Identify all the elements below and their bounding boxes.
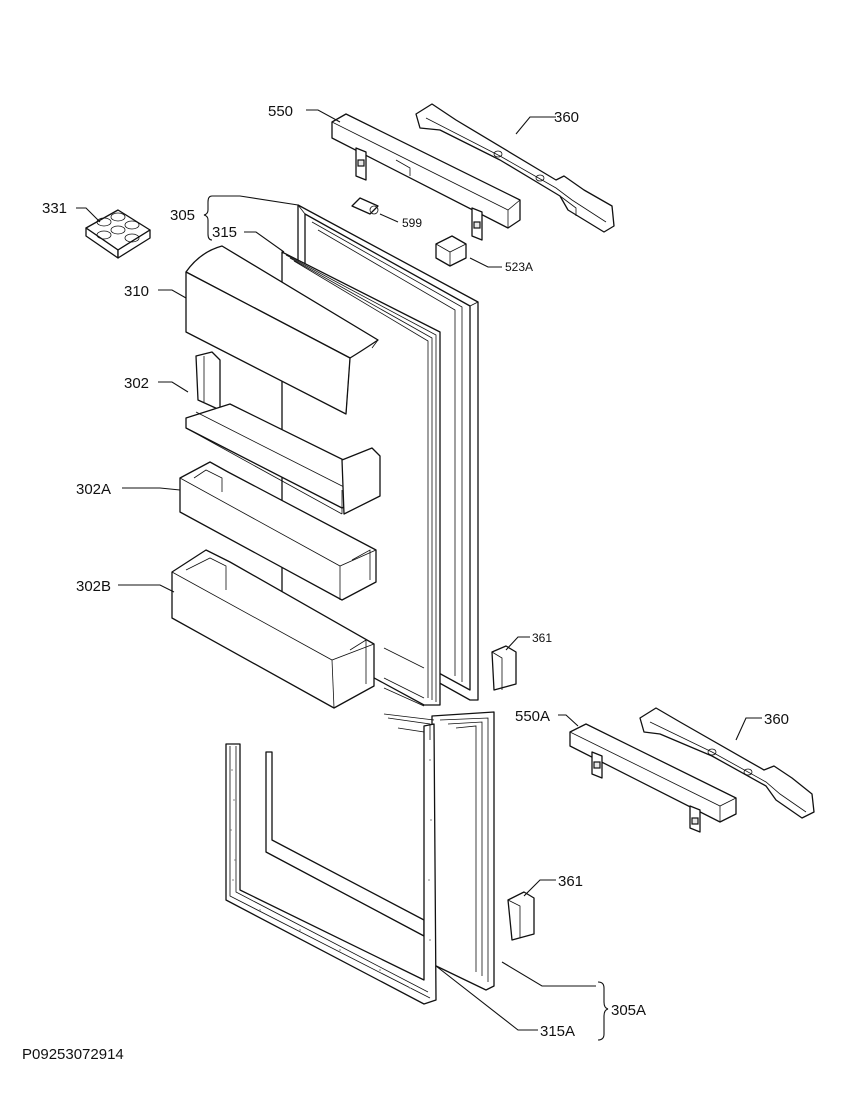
callout-523a: 523A <box>505 260 533 274</box>
egg-tray <box>85 209 151 259</box>
callout-315: 315 <box>212 224 237 241</box>
callout-360-top: 360 <box>554 109 579 126</box>
callout-331: 331 <box>42 200 67 217</box>
clip-361-top <box>491 645 517 691</box>
door-shelf-a <box>179 461 377 601</box>
callout-360-bottom: 360 <box>764 711 789 728</box>
bottle-shelf <box>171 549 375 709</box>
callout-labels: 550 360 599 523A 331 305 315 310 302 302… <box>42 103 789 1040</box>
hinge-bracket-bottom <box>639 707 815 819</box>
lower-door-frame <box>265 711 495 991</box>
leader-lines <box>76 109 762 1041</box>
document-code: P09253072914 <box>22 1046 124 1063</box>
lower-gasket <box>225 713 437 1005</box>
callout-599: 599 <box>402 216 422 230</box>
bushing-523a <box>435 235 467 267</box>
callout-361-bottom: 361 <box>558 873 583 890</box>
callout-302a: 302A <box>76 481 111 498</box>
callout-305: 305 <box>170 207 195 224</box>
callout-361-top: 361 <box>532 631 552 645</box>
pin-599 <box>351 197 379 215</box>
gasket-speckles <box>230 759 432 989</box>
dairy-compartment-flap <box>185 245 379 415</box>
hinge-cover-bottom <box>569 723 737 833</box>
callout-302b: 302B <box>76 578 111 595</box>
callout-315a: 315A <box>540 1023 575 1040</box>
callout-302: 302 <box>124 375 149 392</box>
callout-550: 550 <box>268 103 293 120</box>
hinge-cover-top <box>331 113 521 241</box>
clip-361-bottom <box>507 891 535 941</box>
callout-310: 310 <box>124 283 149 300</box>
hinge-bracket-top <box>415 103 615 233</box>
callout-550a: 550A <box>515 708 550 725</box>
callout-305a: 305A <box>611 1002 646 1019</box>
door-shelf <box>185 351 381 515</box>
